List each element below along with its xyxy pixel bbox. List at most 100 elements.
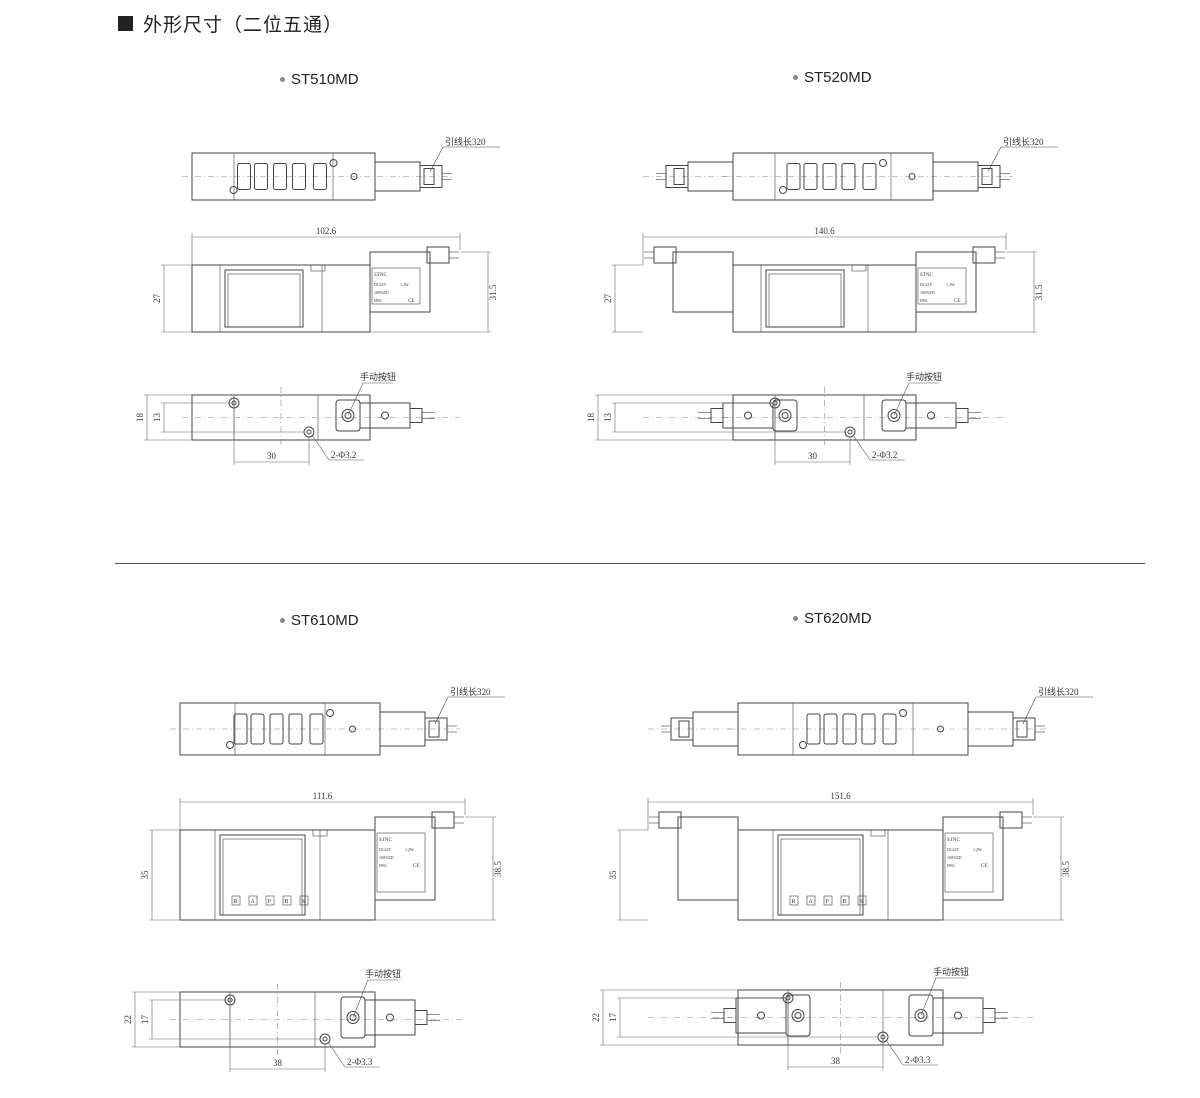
manual-button-label: 手动按钮 bbox=[906, 371, 942, 382]
svg-text:CE: CE bbox=[954, 299, 960, 304]
bullet-dot-icon bbox=[280, 618, 285, 623]
model-name: ST610MD bbox=[291, 612, 359, 629]
dimension-body-height: 35 bbox=[608, 870, 618, 880]
svg-text:DC24V: DC24V bbox=[379, 847, 392, 852]
dimension-holes: 2-Φ3.3 bbox=[905, 1055, 931, 1065]
svg-text:DC24V: DC24V bbox=[374, 282, 387, 287]
coil-nameplate: STNC DC24V 1.2W 100%ED IP65 CE bbox=[371, 267, 421, 305]
dimension-length: 111.6 bbox=[313, 791, 333, 801]
svg-text:STNC: STNC bbox=[374, 273, 387, 278]
port-label: P bbox=[268, 899, 272, 905]
dimension-hole-pitch-v: 13 bbox=[603, 413, 613, 423]
svg-text:CE: CE bbox=[408, 299, 414, 304]
svg-text:1.2W: 1.2W bbox=[400, 282, 409, 287]
dimension-body-height: 27 bbox=[603, 294, 613, 304]
dimension-outer-width: 18 bbox=[135, 413, 145, 423]
section-title: 外形尺寸（二位五通） bbox=[118, 10, 343, 37]
bottom-view: 手动按钮 18 13 30 2-Φ3.2 bbox=[586, 371, 1006, 465]
dimension-hole-pitch-h: 30 bbox=[808, 451, 818, 461]
bullet-dot-icon bbox=[280, 77, 285, 82]
svg-text:100%ED: 100%ED bbox=[920, 290, 935, 295]
svg-text:DC24V: DC24V bbox=[920, 282, 933, 287]
svg-text:STNC: STNC bbox=[920, 273, 933, 278]
lead-length-label: 引线长320 bbox=[450, 686, 491, 697]
svg-text:100%ED: 100%ED bbox=[379, 855, 394, 860]
svg-text:IP65: IP65 bbox=[947, 863, 955, 868]
dimension-length: 140.6 bbox=[814, 226, 835, 236]
lead-length-label: 引线长320 bbox=[445, 136, 486, 147]
model-label-st620md: ST620MD bbox=[793, 610, 872, 627]
dimension-total-height: 31.5 bbox=[488, 284, 498, 300]
top-view: 引线长320 bbox=[182, 136, 500, 201]
manual-button-icon bbox=[346, 1011, 360, 1024]
bullet-dot-icon bbox=[793, 616, 798, 621]
manual-button-label: 手动按钮 bbox=[933, 966, 969, 977]
bullet-dot-icon bbox=[793, 75, 798, 80]
manual-button-icon bbox=[341, 409, 355, 422]
section-divider bbox=[115, 563, 1145, 564]
dimension-outer-width: 22 bbox=[123, 1015, 133, 1024]
model-name: ST520MD bbox=[804, 69, 872, 86]
manual-button-label: 手动按钮 bbox=[360, 371, 396, 382]
port-label: A bbox=[809, 899, 814, 905]
port-label: R bbox=[792, 899, 796, 905]
svg-text:1.2W: 1.2W bbox=[405, 847, 414, 852]
port-label: S bbox=[860, 899, 863, 905]
section-title-text: 外形尺寸（二位五通） bbox=[143, 14, 344, 36]
dimension-body-height: 27 bbox=[152, 294, 162, 304]
lead-length-label: 引线长320 bbox=[1003, 136, 1044, 147]
square-bullet-icon bbox=[118, 16, 133, 31]
dimension-holes: 2-Φ3.2 bbox=[872, 450, 897, 460]
dimension-body-height: 35 bbox=[140, 870, 150, 880]
svg-text:CE: CE bbox=[413, 864, 419, 869]
svg-text:100%ED: 100%ED bbox=[947, 855, 962, 860]
model-name: ST620MD bbox=[804, 610, 872, 627]
manual-button-icon bbox=[887, 409, 901, 422]
dimension-holes: 2-Φ3.3 bbox=[347, 1057, 373, 1067]
model-label-st610md: ST610MD bbox=[280, 612, 359, 629]
svg-text:IP65: IP65 bbox=[920, 298, 928, 303]
port-label: R bbox=[234, 899, 238, 905]
dimension-hole-pitch-h: 30 bbox=[267, 451, 277, 461]
port-label: B bbox=[843, 899, 847, 905]
svg-text:1.2W: 1.2W bbox=[946, 282, 955, 287]
dimension-outer-width: 18 bbox=[586, 413, 596, 423]
dimension-length: 102.6 bbox=[316, 226, 337, 236]
dimension-total-height: 31.5 bbox=[1034, 284, 1044, 300]
lead-length-label: 引线长320 bbox=[1038, 686, 1079, 697]
svg-text:DC24V: DC24V bbox=[947, 847, 960, 852]
model-name: ST510MD bbox=[291, 71, 359, 88]
dimension-hole-pitch-v: 17 bbox=[608, 1013, 618, 1023]
svg-text:1.2W: 1.2W bbox=[973, 847, 982, 852]
front-view: STNC DC24V 1.2W 100%ED IP65 CE 140.6 27 31.5 bbox=[603, 226, 1044, 333]
dimension-hole-pitch-v: 13 bbox=[152, 413, 162, 423]
port-label: B bbox=[285, 899, 289, 905]
svg-text:IP65: IP65 bbox=[374, 298, 382, 303]
front-view: STNC DC24V 1.2W 100%ED IP65 CE 102.6 27 31.5 bbox=[152, 226, 498, 333]
svg-text:IP65: IP65 bbox=[379, 863, 387, 868]
coil-nameplate: STNC DC24V 1.2W 100%ED IP65 CE bbox=[917, 267, 967, 305]
dimension-outer-width: 22 bbox=[591, 1013, 601, 1022]
top-view: 引线长320 bbox=[170, 686, 505, 756]
manual-button-icon bbox=[778, 409, 792, 422]
dimension-length: 151.6 bbox=[830, 791, 851, 801]
dimension-total-height: 38.5 bbox=[1061, 861, 1071, 877]
port-label: P bbox=[826, 899, 830, 905]
manual-button-icon bbox=[914, 1009, 928, 1022]
svg-text:100%ED: 100%ED bbox=[374, 290, 389, 295]
model-label-st520md: ST520MD bbox=[793, 69, 872, 86]
top-view: 引线长320 bbox=[643, 136, 1058, 201]
dimension-hole-pitch-h: 38 bbox=[273, 1058, 283, 1068]
